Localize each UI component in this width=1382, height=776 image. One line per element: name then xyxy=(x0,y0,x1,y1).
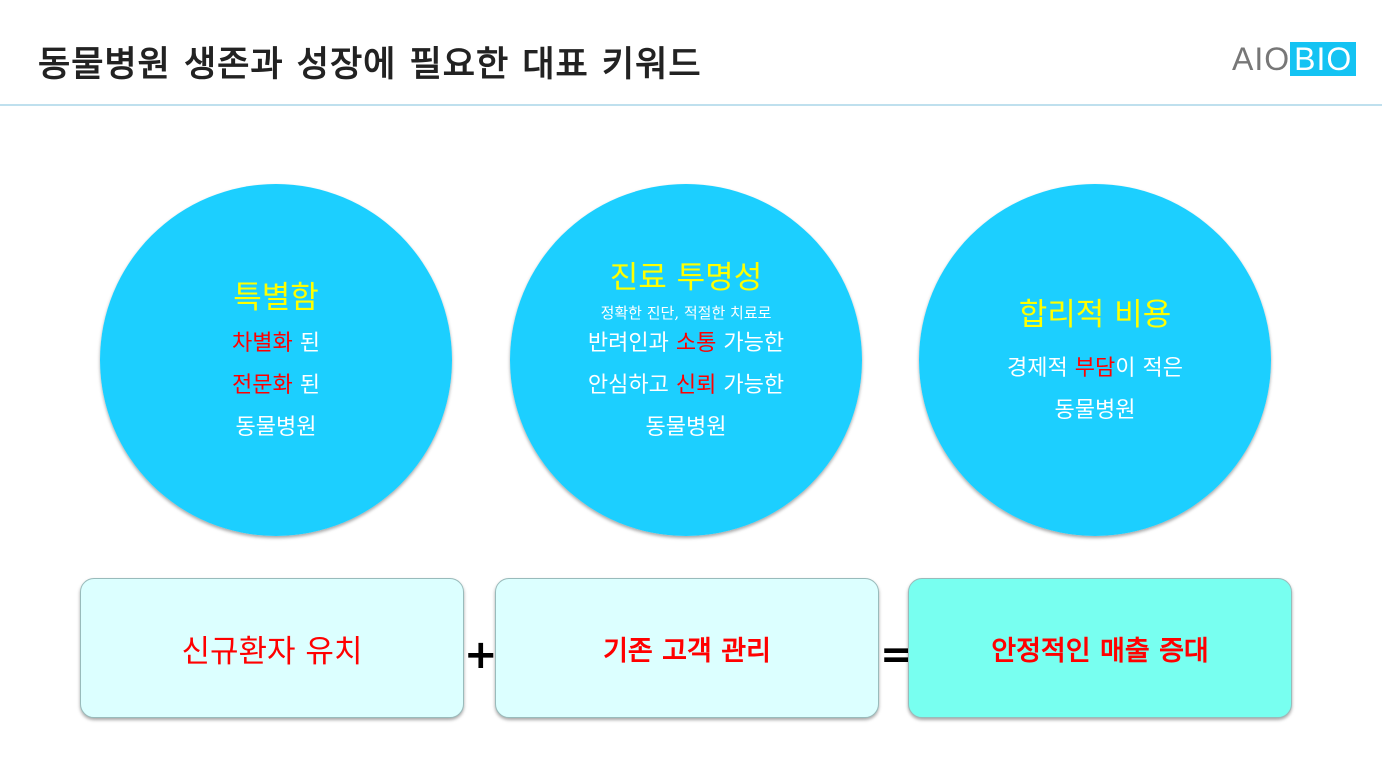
circle-line: 전문화 된 xyxy=(232,372,320,398)
header-divider xyxy=(0,104,1382,106)
logo-text-left: AIO xyxy=(1232,40,1291,77)
keyword-circle-transparency: 진료 투명성 정확한 진단, 적절한 치료로 반려인과 소통 가능한 안심하고 … xyxy=(510,184,862,536)
new-patient-box: 신규환자 유치 xyxy=(80,578,464,718)
plus-sign: + xyxy=(464,632,498,678)
circle-line: 동물병원 xyxy=(1054,397,1136,423)
page-title: 동물병원 생존과 성장에 필요한 대표 키워드 xyxy=(38,45,702,85)
circle-line: 동물병원 xyxy=(645,414,727,440)
circle-title: 합리적 비용 xyxy=(1018,296,1172,333)
logo-text-right: BIO xyxy=(1290,42,1357,76)
existing-customer-box: 기존 고객 관리 xyxy=(495,578,879,718)
revenue-growth-box: 안정적인 매출 증대 xyxy=(908,578,1292,718)
keyword-circle-specialness: 특별함 차별화 된 전문화 된 동물병원 xyxy=(100,184,452,536)
circle-line: 동물병원 xyxy=(235,414,317,440)
equals-sign: = xyxy=(880,632,914,678)
keyword-circle-reasonable-cost: 합리적 비용 경제적 부담이 적은 동물병원 xyxy=(919,184,1271,536)
circle-title: 특별함 xyxy=(233,279,319,316)
circle-line: 경제적 부담이 적은 xyxy=(1007,355,1183,381)
circle-line: 반려인과 소통 가능한 xyxy=(587,330,785,356)
circle-line: 차별화 된 xyxy=(232,330,320,356)
circle-subtitle: 정확한 진단, 적절한 치료로 xyxy=(600,303,772,322)
circle-title: 진료 투명성 xyxy=(609,259,763,296)
circle-line: 안심하고 신뢰 가능한 xyxy=(587,372,785,398)
